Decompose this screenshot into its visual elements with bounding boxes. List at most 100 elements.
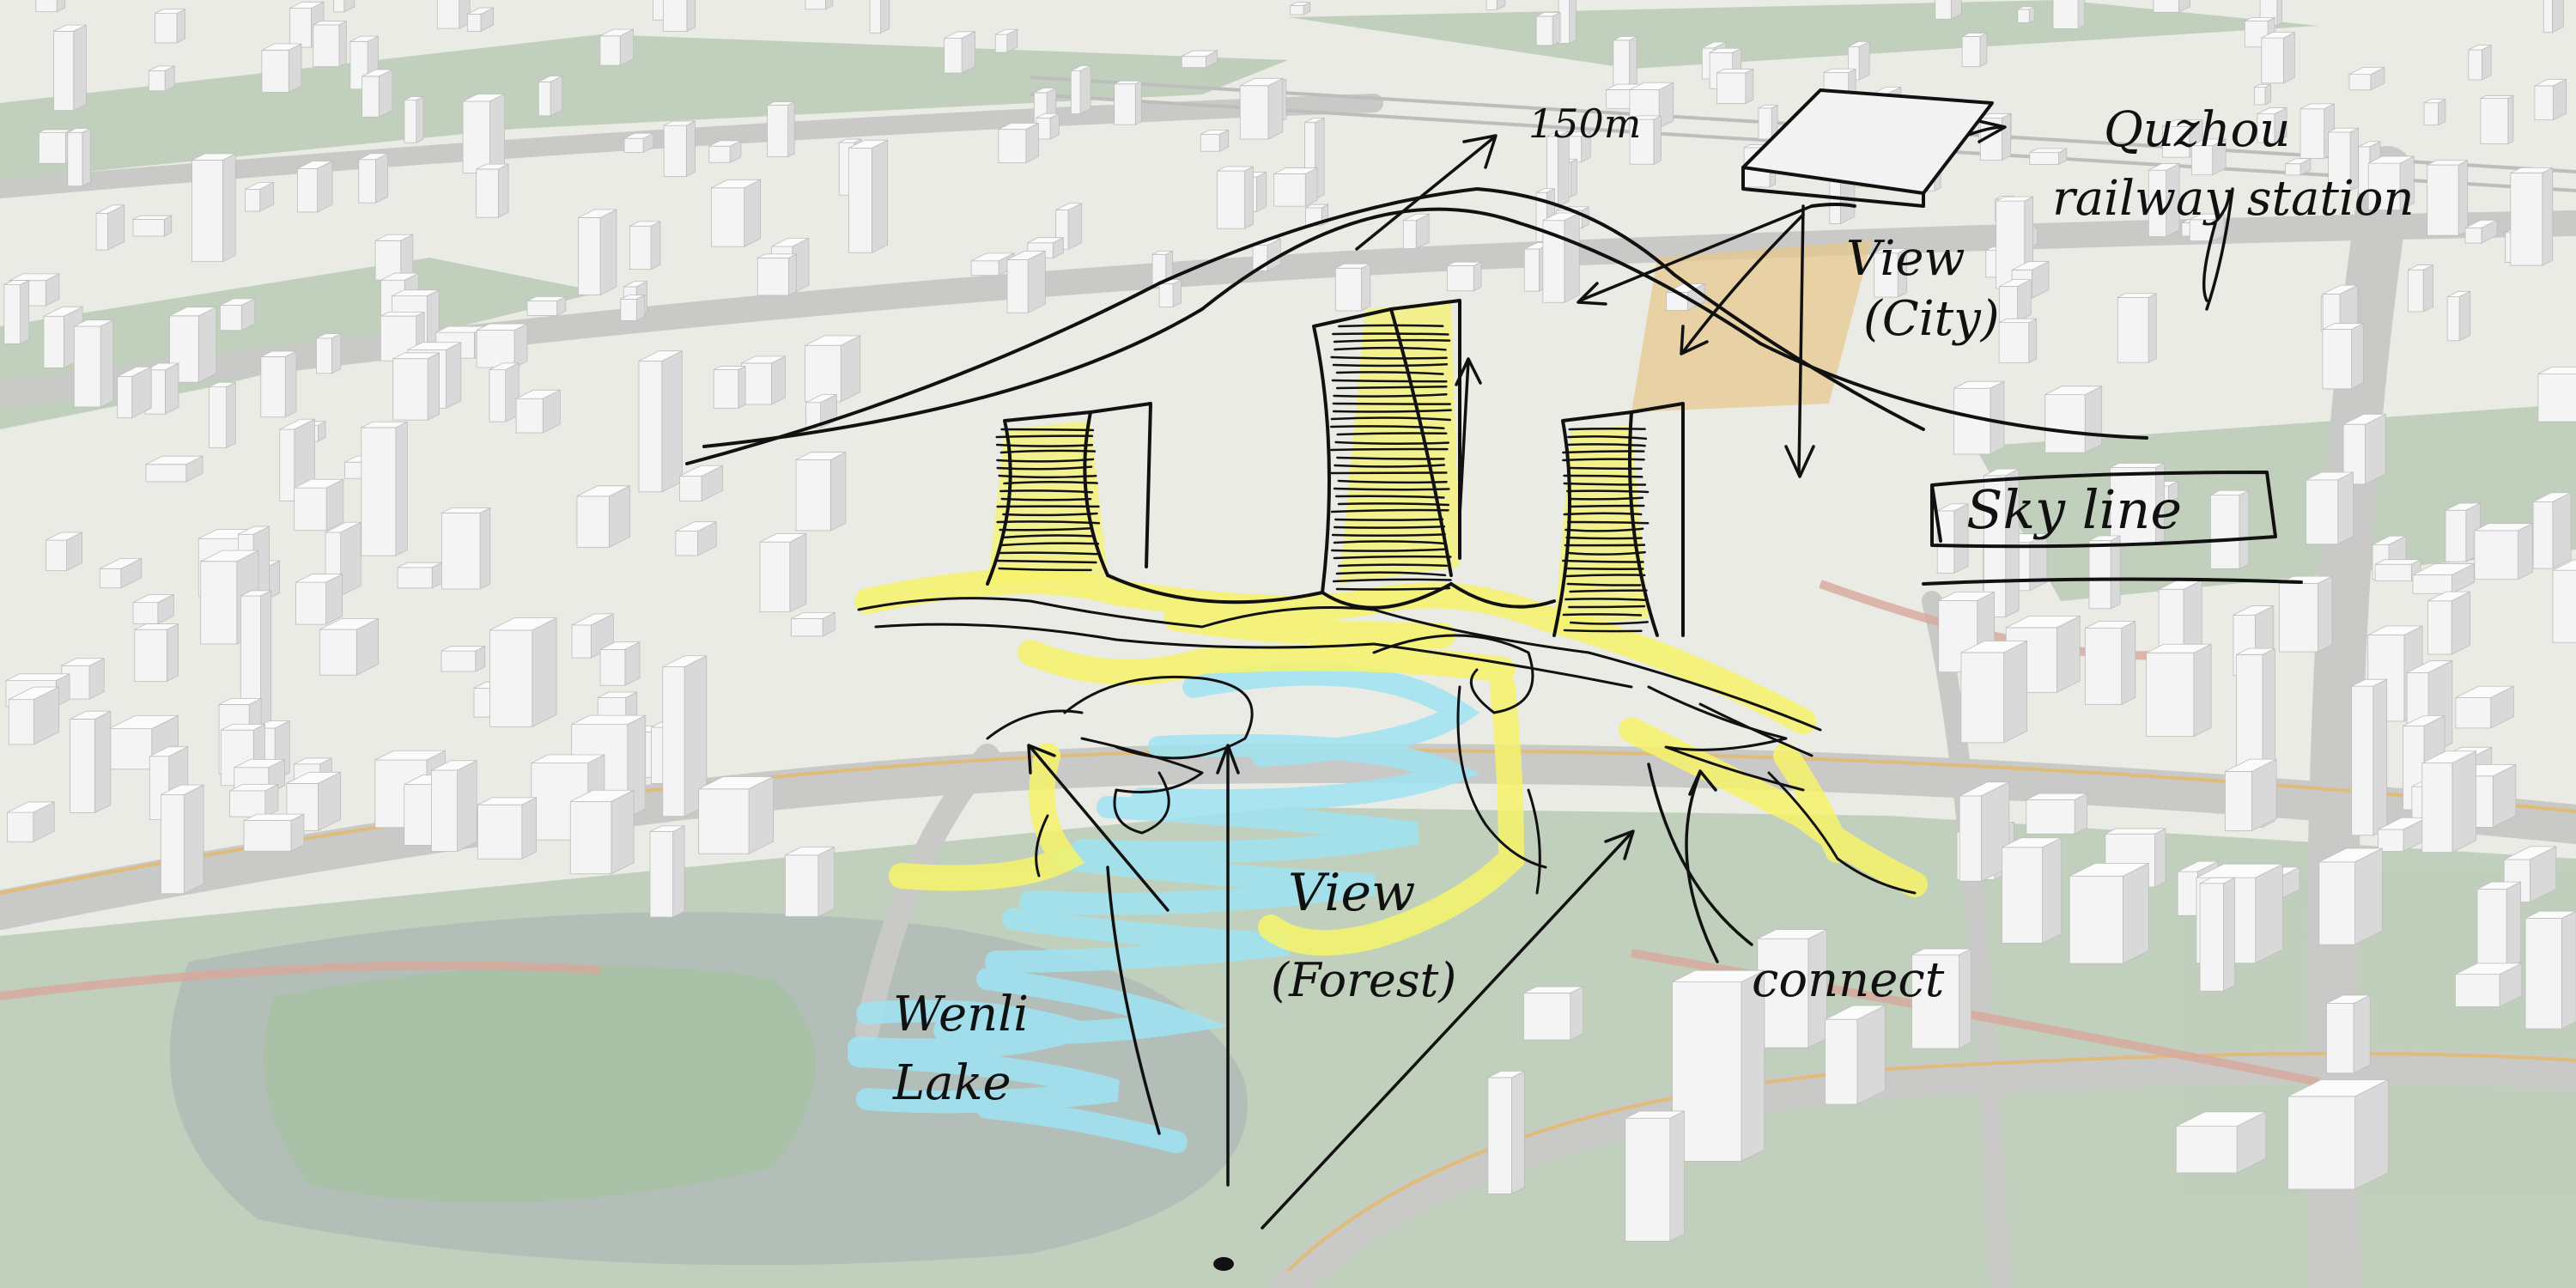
building-side (2508, 95, 2513, 143)
building-side (1571, 159, 1577, 197)
building-front (2178, 872, 2197, 915)
lake-label-line1: Wenli (893, 987, 1029, 1042)
hatch-line (1564, 513, 1642, 514)
building-front (441, 651, 476, 671)
building-front (477, 805, 521, 859)
hatch-line (1567, 568, 1643, 569)
building-front (1403, 221, 1416, 249)
hatch-line (1569, 606, 1644, 607)
building-front (441, 513, 480, 589)
building-side (100, 320, 113, 407)
building-side (447, 343, 461, 409)
building-front (2469, 50, 2482, 80)
building-front (2424, 103, 2439, 125)
building-front (971, 261, 999, 276)
building-front (1962, 36, 1980, 66)
building-front (2511, 173, 2543, 265)
building-front (2375, 564, 2411, 580)
building-front (870, 0, 881, 33)
hatch-line (1333, 334, 1448, 335)
building-side (1026, 123, 1039, 162)
building-side (1173, 280, 1182, 307)
building-front (1218, 171, 1245, 228)
building-front (1961, 653, 2004, 743)
building-front (245, 189, 259, 211)
building-front (805, 0, 825, 9)
building-side (396, 422, 407, 556)
building-front (1240, 86, 1268, 139)
building-front (624, 138, 643, 152)
building-front (792, 618, 823, 635)
building-side (289, 44, 301, 92)
building-front (760, 542, 790, 611)
building-front (2018, 9, 2029, 23)
building-side (1857, 1005, 1885, 1104)
hatch-line (1565, 545, 1644, 546)
hatch-line (1570, 468, 1641, 469)
building-front (319, 629, 356, 675)
hatch-line (1564, 476, 1643, 477)
building-side (2352, 324, 2364, 389)
hatch-line (1571, 591, 1647, 592)
building-side (1746, 69, 1753, 103)
hatch-line (1337, 588, 1449, 590)
building-front (161, 795, 184, 894)
building-side (198, 307, 216, 383)
building-side (1268, 78, 1283, 139)
building-front (2154, 0, 2178, 12)
building-front (2002, 848, 2043, 944)
building-front (118, 376, 132, 417)
building-side (738, 366, 745, 408)
building-side (1362, 264, 1370, 311)
building-front (2553, 570, 2576, 642)
building-side (1256, 172, 1266, 211)
building-side (458, 761, 477, 852)
building-front (2323, 330, 2352, 389)
building-front (2089, 541, 2111, 609)
hatch-line (1569, 506, 1643, 507)
building-front (1182, 57, 1206, 68)
building-front (2477, 889, 2506, 969)
building-front (192, 160, 223, 261)
lake-label-line2: Lake (892, 1055, 1012, 1111)
building-front (664, 125, 686, 176)
building-front (133, 603, 158, 624)
hatch-line (1564, 614, 1641, 615)
skyline-label: Sky line (1966, 478, 2182, 541)
building-front (295, 582, 325, 624)
building-front (2543, 0, 2552, 33)
hatch-line (1338, 433, 1447, 434)
hatch-line (1564, 630, 1641, 631)
building-front (2427, 165, 2458, 235)
building-front (2349, 75, 2371, 90)
building-side (1629, 36, 1637, 87)
building-side (177, 9, 185, 43)
building-front (1488, 1078, 1511, 1194)
building-front (2456, 698, 2491, 728)
building-side (600, 210, 617, 295)
building-side (82, 128, 91, 185)
building-front (2445, 510, 2466, 562)
building-front (404, 100, 416, 143)
building-front (68, 132, 82, 185)
building-side (2355, 1079, 2389, 1189)
view-forest-label-line1: View (1288, 863, 1415, 923)
building-front (96, 213, 107, 250)
building-front (516, 398, 543, 433)
building-side (881, 0, 890, 33)
building-front (1007, 259, 1028, 313)
building-front (714, 370, 738, 409)
building-side (2029, 319, 2037, 362)
station-label-line1: Quzhou (2104, 102, 2290, 158)
building-side (1859, 41, 1869, 80)
building-roof (2105, 829, 2166, 834)
building-side (2423, 265, 2433, 312)
station-label-line2: railway station (2052, 171, 2415, 227)
building-front (2300, 109, 2324, 159)
building-front (577, 496, 609, 547)
building-side (1552, 12, 1560, 45)
building-front (639, 361, 662, 491)
hatch-line (1002, 499, 1091, 500)
building-front (1935, 0, 1952, 19)
building-front (149, 70, 165, 90)
